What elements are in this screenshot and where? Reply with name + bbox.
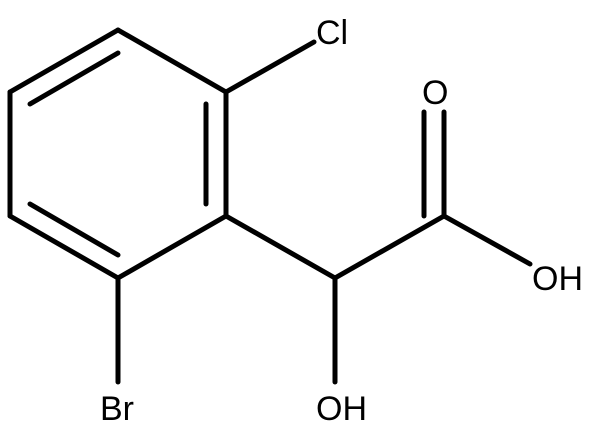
atom-label-acid-hydroxyl: OH (532, 260, 583, 298)
atom-label-chlorine: Cl (316, 14, 348, 52)
bond-ring-to-alpha-carbon (223, 213, 338, 281)
bond-to-chlorine (223, 39, 317, 95)
atom-label-carbonyl-oxygen: O (422, 74, 448, 112)
ring-bond-c1-c2 (115, 27, 229, 95)
ring-bond-c4-c5 (7, 213, 121, 281)
bond-alpha-carbon-to-carboxyl (332, 213, 447, 281)
ring-bond-c6-c1-inner (27, 50, 121, 107)
ring-bond-c3-c4 (115, 213, 229, 281)
bond-carboxyl-to-oh (441, 213, 533, 267)
ring-bond-c4-c5-inner (27, 201, 121, 258)
atom-label-alpha-hydroxyl: OH (316, 390, 367, 428)
ring-bond-c6-c1 (7, 27, 121, 95)
atom-label-bromine: Br (100, 390, 134, 428)
